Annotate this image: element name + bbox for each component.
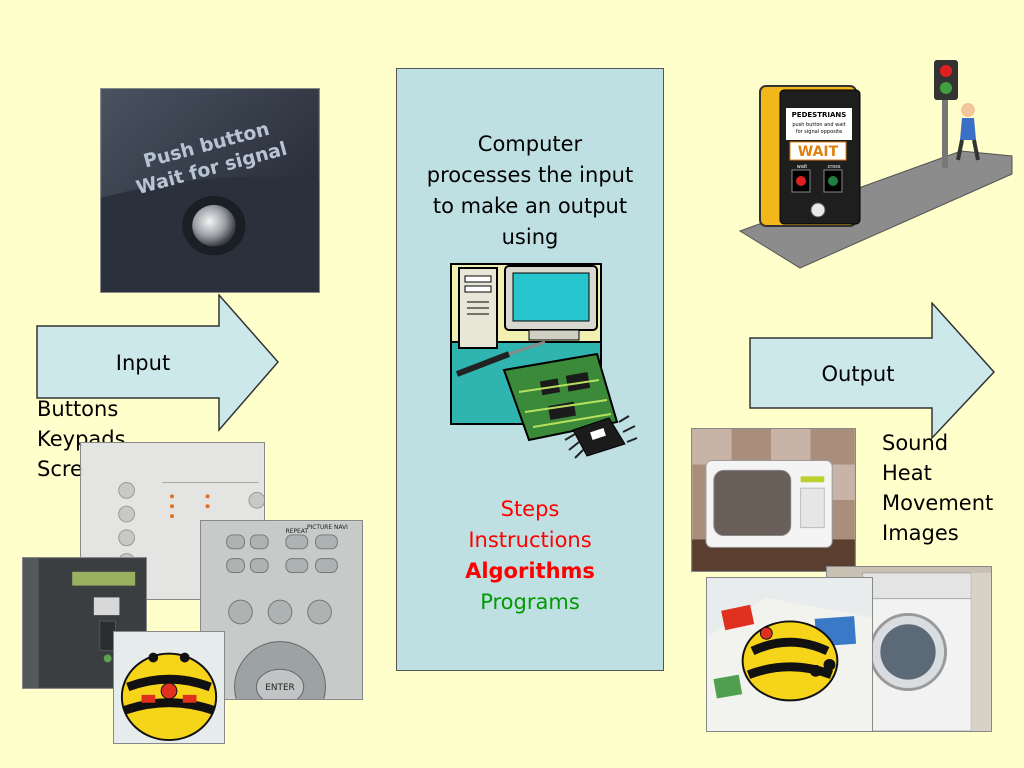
sign-line-2: push button and wait — [792, 122, 845, 128]
microwave-art — [692, 429, 855, 571]
output-example-heat: Heat — [882, 461, 932, 485]
pedestrian-crossing-clipart: PEDESTRIANS push button and wait for sig… — [738, 60, 1013, 269]
remote-enter-label: ENTER — [265, 683, 294, 693]
output-label: Output — [821, 362, 895, 386]
sign-line-3: for signal opposite — [796, 129, 842, 135]
output-example-movement: Movement — [882, 491, 994, 515]
remote-control-art: REPEAT PICTURE NAVI ENTER — [201, 521, 362, 699]
process-line-2: processes the input — [426, 163, 634, 187]
term-algorithms: Algorithms — [465, 559, 595, 583]
process-line-4: using — [501, 225, 559, 249]
beebot-input-art — [114, 632, 224, 743]
process-line-3: to make an output — [432, 194, 628, 218]
input-arrow — [36, 294, 279, 432]
sign-cross-small: cross — [828, 164, 841, 170]
term-instructions: Instructions — [468, 528, 592, 552]
process-terms: Steps Instructions Algorithms Programs — [397, 494, 663, 618]
sign-wait: WAIT — [798, 144, 839, 160]
process-box: Computer processes the input to make an … — [396, 68, 664, 671]
card-reader-photo — [22, 557, 147, 689]
output-examples: Sound Heat Movement Images — [882, 428, 993, 548]
term-programs: Programs — [480, 590, 580, 614]
input-label: Input — [115, 351, 171, 375]
microwave-photo — [691, 428, 856, 572]
push-button-photo-art: Push button Wait for signal — [101, 89, 319, 292]
remote-picture-label: PICTURE NAVI — [307, 525, 348, 531]
process-description: Computer processes the input to make an … — [397, 129, 663, 253]
sign-wait-small: wait — [797, 164, 808, 170]
beebot-photo-output — [706, 577, 873, 732]
sign-pedestrians: PEDESTRIANS — [792, 111, 847, 119]
beebot-photo-input — [113, 631, 225, 744]
card-reader-art — [23, 558, 146, 688]
remote-control-photo: REPEAT PICTURE NAVI ENTER — [200, 520, 363, 700]
push-button-photo: Push button Wait for signal — [100, 88, 320, 293]
output-example-images: Images — [882, 521, 959, 545]
computer-clipart — [450, 263, 638, 459]
input-example-buttons: Buttons — [37, 397, 119, 421]
process-line-1: Computer — [477, 132, 583, 156]
output-example-sound: Sound — [882, 431, 949, 455]
term-steps: Steps — [500, 497, 560, 521]
beebot-output-art — [707, 578, 872, 731]
remote-repeat-label: REPEAT — [286, 529, 309, 535]
output-arrow — [749, 302, 996, 440]
